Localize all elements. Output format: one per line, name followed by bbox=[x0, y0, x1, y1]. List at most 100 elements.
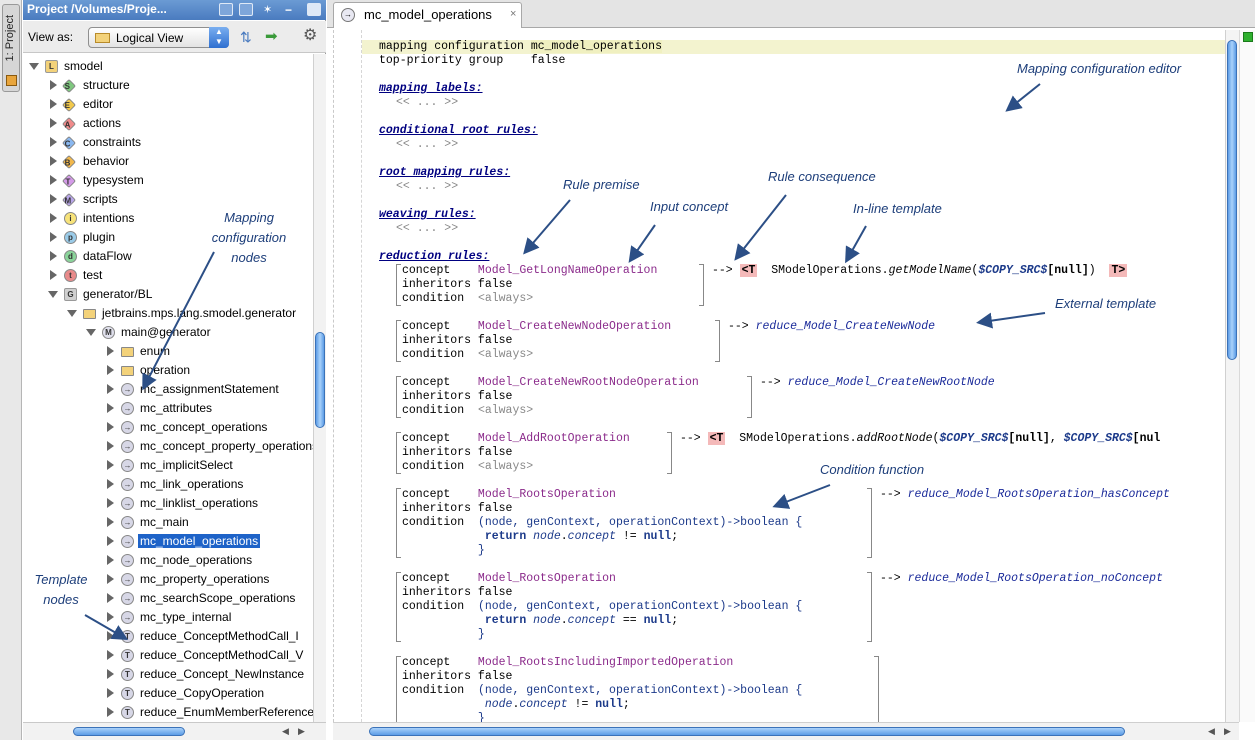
collapse-icon[interactable] bbox=[219, 3, 233, 16]
chevron-right-icon[interactable] bbox=[107, 631, 114, 641]
scroll-right-icon[interactable]: ▶ bbox=[298, 726, 305, 736]
chevron-right-icon[interactable] bbox=[107, 403, 114, 413]
rule-6-consequence[interactable]: --> reduce_Model_RootsOperation_noConcep… bbox=[880, 572, 1163, 585]
section-conditional-root-rules: conditional root rules: bbox=[379, 124, 538, 137]
chevron-right-icon[interactable] bbox=[50, 251, 57, 261]
reduction-rule-5[interactable]: concept Model_RootsOperation inheritors … bbox=[402, 488, 803, 557]
chevron-down-icon[interactable] bbox=[67, 310, 77, 317]
chevron-right-icon[interactable] bbox=[107, 688, 114, 698]
tree-vertical-scroll-thumb[interactable] bbox=[315, 332, 325, 428]
chevron-right-icon[interactable] bbox=[50, 232, 57, 242]
tree-node-label: main@generator bbox=[121, 325, 211, 339]
gear-icon[interactable]: ⚙ bbox=[303, 27, 318, 44]
close-icon[interactable]: × bbox=[510, 8, 517, 20]
chevron-right-icon[interactable] bbox=[107, 365, 114, 375]
editor-horizontal-scroll-thumb[interactable] bbox=[369, 727, 1125, 736]
placeholder[interactable]: << ... >> bbox=[396, 96, 459, 109]
reduction-rule-1[interactable]: concept Model_GetLongNameOperation inher… bbox=[402, 264, 658, 305]
scroll-right-icon[interactable]: ▶ bbox=[1224, 726, 1231, 736]
rule-bracket bbox=[396, 656, 401, 722]
chevron-right-icon[interactable] bbox=[107, 384, 114, 394]
tree-vertical-scrollbar[interactable] bbox=[313, 54, 326, 722]
folder-icon bbox=[121, 366, 134, 376]
chevron-right-icon[interactable] bbox=[107, 536, 114, 546]
reduction-rule-6[interactable]: concept Model_RootsOperation inheritors … bbox=[402, 572, 803, 641]
chevron-down-icon[interactable] bbox=[48, 291, 58, 298]
editor-horizontal-scrollbar[interactable]: ◀ ▶ bbox=[333, 722, 1239, 740]
tree-node-label: smodel bbox=[64, 59, 103, 73]
chevron-right-icon[interactable] bbox=[50, 175, 57, 185]
bulb-icon: i bbox=[64, 212, 77, 225]
header-line-2: top-priority group false bbox=[379, 54, 565, 67]
chevron-right-icon[interactable] bbox=[107, 479, 114, 489]
view-as-select[interactable]: Logical View ▲▼ bbox=[88, 27, 229, 48]
reduction-rule-2[interactable]: concept Model_CreateNewNodeOperation inh… bbox=[402, 320, 672, 361]
autoscroll-to-source-icon[interactable]: ⇅ bbox=[240, 29, 252, 45]
top-priority-value[interactable]: false bbox=[530, 54, 566, 67]
mapping-icon: → bbox=[121, 497, 134, 510]
reduction-rule-3[interactable]: concept Model_CreateNewRootNodeOperation… bbox=[402, 376, 699, 417]
project-panel: Project /Volumes/Proje... ✶ − View as: L… bbox=[23, 0, 326, 740]
rule-5-consequence[interactable]: --> reduce_Model_RootsOperation_hasConce… bbox=[880, 488, 1170, 501]
template-T-icon: T bbox=[121, 649, 134, 662]
placeholder[interactable]: << ... >> bbox=[396, 180, 459, 193]
chevron-down-icon[interactable] bbox=[29, 63, 39, 70]
chevron-right-icon[interactable] bbox=[107, 574, 114, 584]
expand-icon[interactable] bbox=[239, 3, 253, 16]
editor-vertical-scroll-thumb[interactable] bbox=[1227, 40, 1237, 360]
minimize-icon[interactable]: − bbox=[285, 3, 293, 17]
chevron-right-icon[interactable] bbox=[107, 346, 114, 356]
external-template-ref: reduce_Model_CreateNewNode bbox=[755, 320, 936, 333]
chevron-right-icon[interactable] bbox=[50, 137, 57, 147]
tab-mc-model-operations[interactable]: → mc_model_operations × bbox=[333, 2, 522, 28]
chevron-right-icon[interactable] bbox=[50, 270, 57, 280]
tree-horizontal-scroll-thumb[interactable] bbox=[73, 727, 185, 736]
chevron-right-icon[interactable] bbox=[107, 593, 114, 603]
project-tool-tab[interactable]: 1: Project bbox=[2, 4, 20, 92]
pin-icon[interactable]: ✶ bbox=[263, 4, 273, 16]
chevron-right-icon[interactable] bbox=[50, 99, 57, 109]
tree-node-label: reduce_EnumMemberReference bbox=[140, 705, 313, 719]
rule-1-consequence[interactable]: --> <T SModelOperations.getModelName($CO… bbox=[712, 264, 1128, 277]
rule-bracket bbox=[396, 488, 401, 558]
reduction-rule-7[interactable]: concept Model_RootsIncludingImportedOper… bbox=[402, 656, 803, 722]
status-ok-icon bbox=[1243, 32, 1253, 42]
chevron-right-icon[interactable] bbox=[107, 422, 114, 432]
chevron-right-icon[interactable] bbox=[107, 555, 114, 565]
chevron-right-icon[interactable] bbox=[107, 460, 114, 470]
chevron-right-icon[interactable] bbox=[50, 80, 57, 90]
chevron-right-icon[interactable] bbox=[50, 213, 57, 223]
annotation-input-concept: Input concept bbox=[650, 199, 729, 214]
scroll-left-icon[interactable]: ◀ bbox=[1208, 726, 1215, 736]
aspect-M-icon: M bbox=[61, 192, 77, 208]
placeholder[interactable]: << ... >> bbox=[396, 222, 459, 235]
mapping-configuration-editor[interactable]: mapping configuration mc_model_operation… bbox=[333, 30, 1225, 722]
scroll-left-icon[interactable]: ◀ bbox=[282, 726, 289, 736]
chevron-right-icon[interactable] bbox=[107, 669, 114, 679]
chevron-right-icon[interactable] bbox=[107, 707, 114, 717]
configuration-name[interactable]: mc_model_operations bbox=[530, 40, 662, 53]
editor-gutter bbox=[334, 30, 362, 722]
rule-2-consequence[interactable]: --> reduce_Model_CreateNewNode bbox=[728, 320, 936, 333]
chevron-right-icon[interactable] bbox=[107, 441, 114, 451]
rule-4-consequence[interactable]: --> <T SModelOperations.addRootNode($COP… bbox=[680, 432, 1161, 445]
rule-bracket bbox=[699, 264, 704, 306]
editor-vertical-scrollbar[interactable] bbox=[1225, 30, 1239, 722]
chevron-right-icon[interactable] bbox=[107, 612, 114, 622]
hide-panel-icon[interactable] bbox=[307, 3, 321, 16]
mapping-icon: → bbox=[121, 535, 134, 548]
rule-3-consequence[interactable]: --> reduce_Model_CreateNewRootNode bbox=[760, 376, 995, 389]
chevron-right-icon[interactable] bbox=[107, 650, 114, 660]
tree-node-label: plugin bbox=[83, 230, 116, 244]
tree-node-label: mc_assignmentStatement bbox=[140, 382, 279, 396]
placeholder[interactable]: << ... >> bbox=[396, 138, 459, 151]
chevron-right-icon[interactable] bbox=[50, 118, 57, 128]
chevron-right-icon[interactable] bbox=[107, 498, 114, 508]
chevron-right-icon[interactable] bbox=[50, 194, 57, 204]
chevron-right-icon[interactable] bbox=[107, 517, 114, 527]
chevron-right-icon[interactable] bbox=[50, 156, 57, 166]
chevron-down-icon[interactable] bbox=[86, 329, 96, 336]
reduction-rule-4[interactable]: concept Model_AddRootOperation inheritor… bbox=[402, 432, 630, 473]
tree-horizontal-scrollbar[interactable]: ◀ ▶ bbox=[23, 722, 326, 740]
autoscroll-from-source-icon[interactable]: ➡ bbox=[265, 28, 278, 45]
